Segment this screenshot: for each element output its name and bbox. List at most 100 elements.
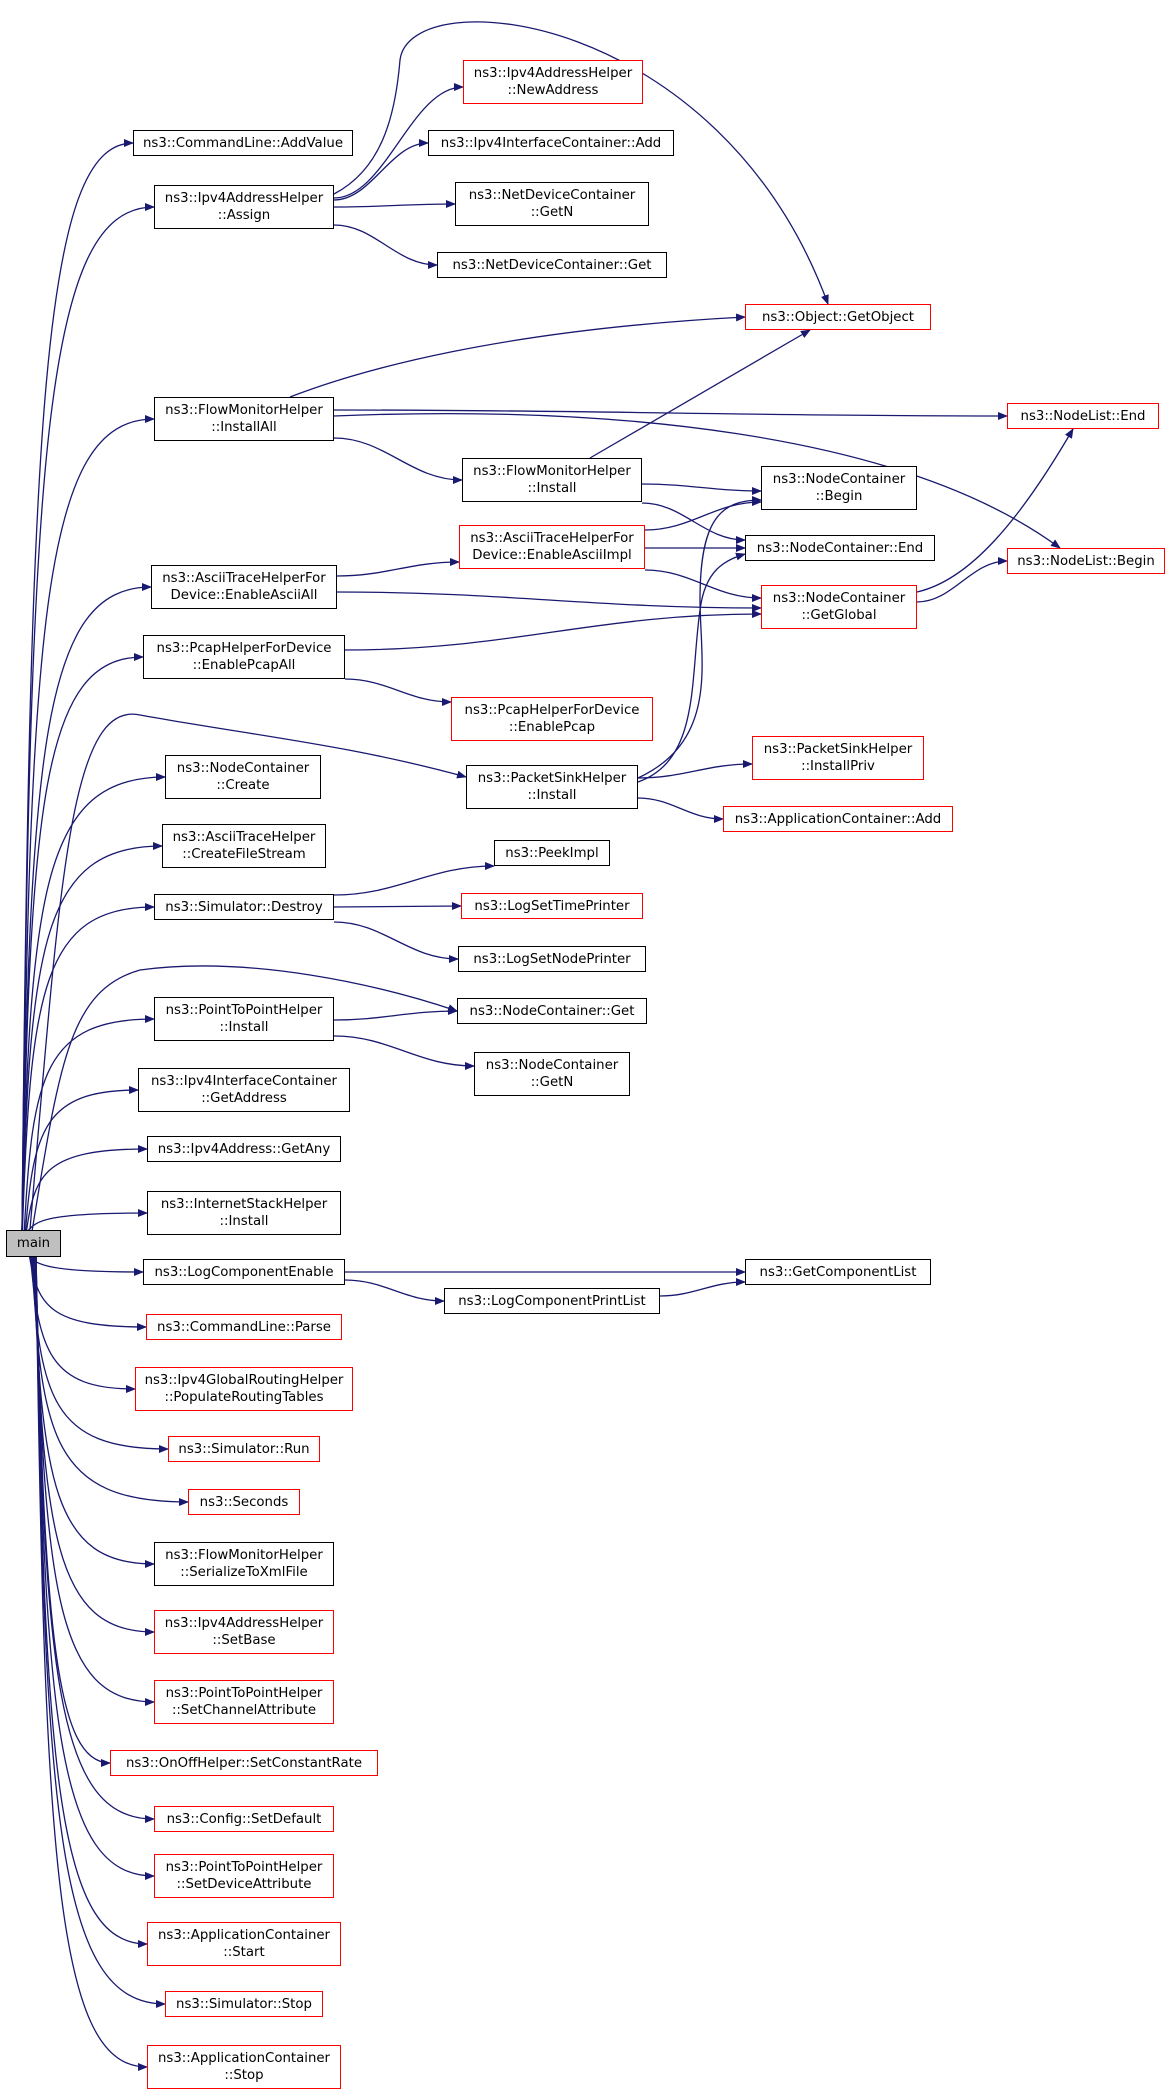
node-label: ns3::Config::SetDefault	[166, 1811, 322, 1827]
node-label: ::Install	[219, 1214, 269, 1229]
node-seconds[interactable]: ns3::Seconds	[188, 1489, 300, 1515]
edge-p2pinstall-ncgetn	[333, 1035, 475, 1070]
edge-fmhinstall-getobject	[589, 329, 811, 459]
edge-destroy-lognode	[333, 921, 459, 963]
edge-main-to-setbase	[33, 1255, 155, 1636]
edge-main-to-p2pinstall	[23, 1015, 155, 1232]
edge-main-to-ishinstall	[26, 1209, 148, 1232]
node-destroy[interactable]: ns3::Simulator::Destroy	[154, 894, 334, 920]
node-setchan[interactable]: ns3::PointToPointHelper::SetChannelAttri…	[154, 1680, 334, 1724]
node-ndcgetn[interactable]: ns3::NetDeviceContainer::GetN	[455, 182, 649, 226]
edge-main-to-appstart	[35, 1255, 148, 1948]
node-label: Device::EnableAsciiImpl	[472, 548, 632, 563]
node-label: ::GetN	[530, 205, 574, 220]
node-pcapall[interactable]: ns3::PcapHelperForDevice::EnablePcapAll	[143, 635, 345, 679]
edge-main-to-destroy	[21, 903, 155, 1232]
node-serialize[interactable]: ns3::FlowMonitorHelper::SerializeToXmlFi…	[154, 1542, 334, 1586]
node-label: ::EnablePcap	[508, 720, 596, 735]
node-pshinstall[interactable]: ns3::PacketSinkHelper::Install	[466, 765, 638, 809]
node-getaddress[interactable]: ns3::Ipv4InterfaceContainer::GetAddress	[138, 1068, 350, 1112]
node-parse[interactable]: ns3::CommandLine::Parse	[146, 1314, 342, 1340]
node-pshpriv[interactable]: ns3::PacketSinkHelper::InstallPriv	[752, 736, 924, 780]
node-fmhinstall[interactable]: ns3::FlowMonitorHelper::Install	[462, 458, 642, 502]
node-addvalue[interactable]: ns3::CommandLine::AddValue	[133, 130, 353, 156]
edge-main-to-asciiall	[21, 583, 152, 1232]
node-label: ns3::PeekImpl	[505, 845, 599, 861]
edge-installall-fmhinstall	[333, 437, 463, 484]
edge-destroy-peek	[333, 862, 495, 896]
node-label: ns3::FlowMonitorHelper	[165, 1548, 323, 1563]
node-label: ns3::Ipv4AddressHelper	[473, 66, 633, 81]
node-getany[interactable]: ns3::Ipv4Address::GetAny	[147, 1136, 341, 1162]
node-getcomplist[interactable]: ns3::GetComponentList	[745, 1259, 931, 1285]
node-main: main	[6, 1230, 61, 1257]
edge-ncglobal-nlend	[916, 428, 1074, 593]
node-label: ::Create	[216, 778, 270, 793]
node-lognode[interactable]: ns3::LogSetNodePrinter	[458, 946, 646, 972]
node-label: ns3::Ipv4InterfaceContainer::Add	[440, 135, 662, 151]
node-enablepcap[interactable]: ns3::PcapHelperForDevice::EnablePcap	[451, 697, 653, 741]
node-ishinstall[interactable]: ns3::InternetStackHelper::Install	[147, 1191, 341, 1235]
node-assign[interactable]: ns3::Ipv4AddressHelper::Assign	[154, 185, 334, 229]
node-ifcadd[interactable]: ns3::Ipv4InterfaceContainer::Add	[428, 130, 674, 156]
node-label: ::InstallAll	[211, 420, 277, 435]
edge-assign-getobject	[333, 21, 829, 305]
node-label: ns3::AsciiTraceHelper	[172, 830, 316, 845]
node-ncend[interactable]: ns3::NodeContainer::End	[745, 535, 935, 561]
edge-main-to-pshinstall	[29, 713, 467, 1230]
edge-main-to-addvalue	[21, 139, 134, 1232]
node-ncglobal[interactable]: ns3::NodeContainer::GetGlobal	[761, 585, 917, 629]
node-label: ns3::FlowMonitorHelper	[473, 464, 631, 479]
node-label: ns3::Simulator::Run	[178, 1441, 310, 1457]
edge-asciiall-ncglobal	[336, 591, 762, 612]
node-label: ns3::Simulator::Destroy	[165, 899, 323, 915]
edge-fmhinstall-ncbegin	[641, 483, 762, 495]
edge-p2pinstall-ncget	[333, 1007, 458, 1021]
edge-pshinstall-ncbegin	[637, 496, 762, 779]
node-nlend[interactable]: ns3::NodeList::End	[1007, 403, 1159, 429]
edge-assign-ndcgetn	[333, 200, 456, 209]
node-appadd[interactable]: ns3::ApplicationContainer::Add	[723, 806, 953, 832]
node-nlbegin[interactable]: ns3::NodeList::Begin	[1007, 548, 1165, 574]
node-ncget[interactable]: ns3::NodeContainer::Get	[457, 998, 647, 1024]
node-label: ::PopulateRoutingTables	[164, 1390, 324, 1405]
edge-main-to-getany	[25, 1145, 148, 1232]
node-appstart[interactable]: ns3::ApplicationContainer::Start	[147, 1922, 341, 1966]
edge-logenable-logprint	[344, 1279, 445, 1305]
node-label: ns3::PacketSinkHelper	[763, 742, 913, 757]
node-run[interactable]: ns3::Simulator::Run	[168, 1436, 320, 1462]
node-populate[interactable]: ns3::Ipv4GlobalRoutingHelper::PopulateRo…	[135, 1367, 353, 1411]
node-simstop[interactable]: ns3::Simulator::Stop	[165, 1991, 323, 2017]
node-cfs[interactable]: ns3::AsciiTraceHelper::CreateFileStream	[162, 824, 326, 868]
node-label: ::InstallPriv	[801, 759, 875, 774]
node-peek[interactable]: ns3::PeekImpl	[494, 840, 610, 866]
node-logtime[interactable]: ns3::LogSetTimePrinter	[461, 893, 643, 919]
edge-asciiimpl-ncglobal	[644, 569, 762, 602]
node-logenable[interactable]: ns3::LogComponentEnable	[143, 1259, 345, 1285]
edge-main-to-ncget	[31, 965, 458, 1232]
node-newaddr[interactable]: ns3::Ipv4AddressHelper::NewAddress	[463, 60, 643, 104]
node-label: ::Install	[219, 1020, 269, 1035]
node-label: ::Start	[223, 1945, 265, 1960]
node-label: ns3::InternetStackHelper	[160, 1197, 328, 1212]
node-setdefault[interactable]: ns3::Config::SetDefault	[154, 1806, 334, 1832]
edge-installall-nlbegin	[333, 413, 1061, 549]
node-logprint[interactable]: ns3::LogComponentPrintList	[444, 1288, 660, 1314]
node-setbase[interactable]: ns3::Ipv4AddressHelper::SetBase	[154, 1610, 334, 1654]
node-ncgetn[interactable]: ns3::NodeContainer::GetN	[474, 1052, 630, 1096]
node-ncbegin[interactable]: ns3::NodeContainer::Begin	[761, 466, 917, 510]
node-label: ns3::PacketSinkHelper	[477, 771, 627, 786]
node-setrate[interactable]: ns3::OnOffHelper::SetConstantRate	[110, 1750, 378, 1776]
node-getobject[interactable]: ns3::Object::GetObject	[745, 304, 931, 330]
node-setdev[interactable]: ns3::PointToPointHelper::SetDeviceAttrib…	[154, 1854, 334, 1898]
node-installall[interactable]: ns3::FlowMonitorHelper::InstallAll	[154, 397, 334, 441]
node-ncreate[interactable]: ns3::NodeContainer::Create	[165, 755, 321, 799]
node-label: ns3::FlowMonitorHelper	[165, 403, 323, 418]
node-appstop[interactable]: ns3::ApplicationContainer::Stop	[147, 2045, 341, 2089]
node-p2pinstall[interactable]: ns3::PointToPointHelper::Install	[154, 997, 334, 1041]
node-label: ns3::Object::GetObject	[761, 309, 915, 325]
edge-main-to-logenable	[27, 1255, 144, 1276]
node-ndcget[interactable]: ns3::NetDeviceContainer::Get	[437, 252, 667, 278]
